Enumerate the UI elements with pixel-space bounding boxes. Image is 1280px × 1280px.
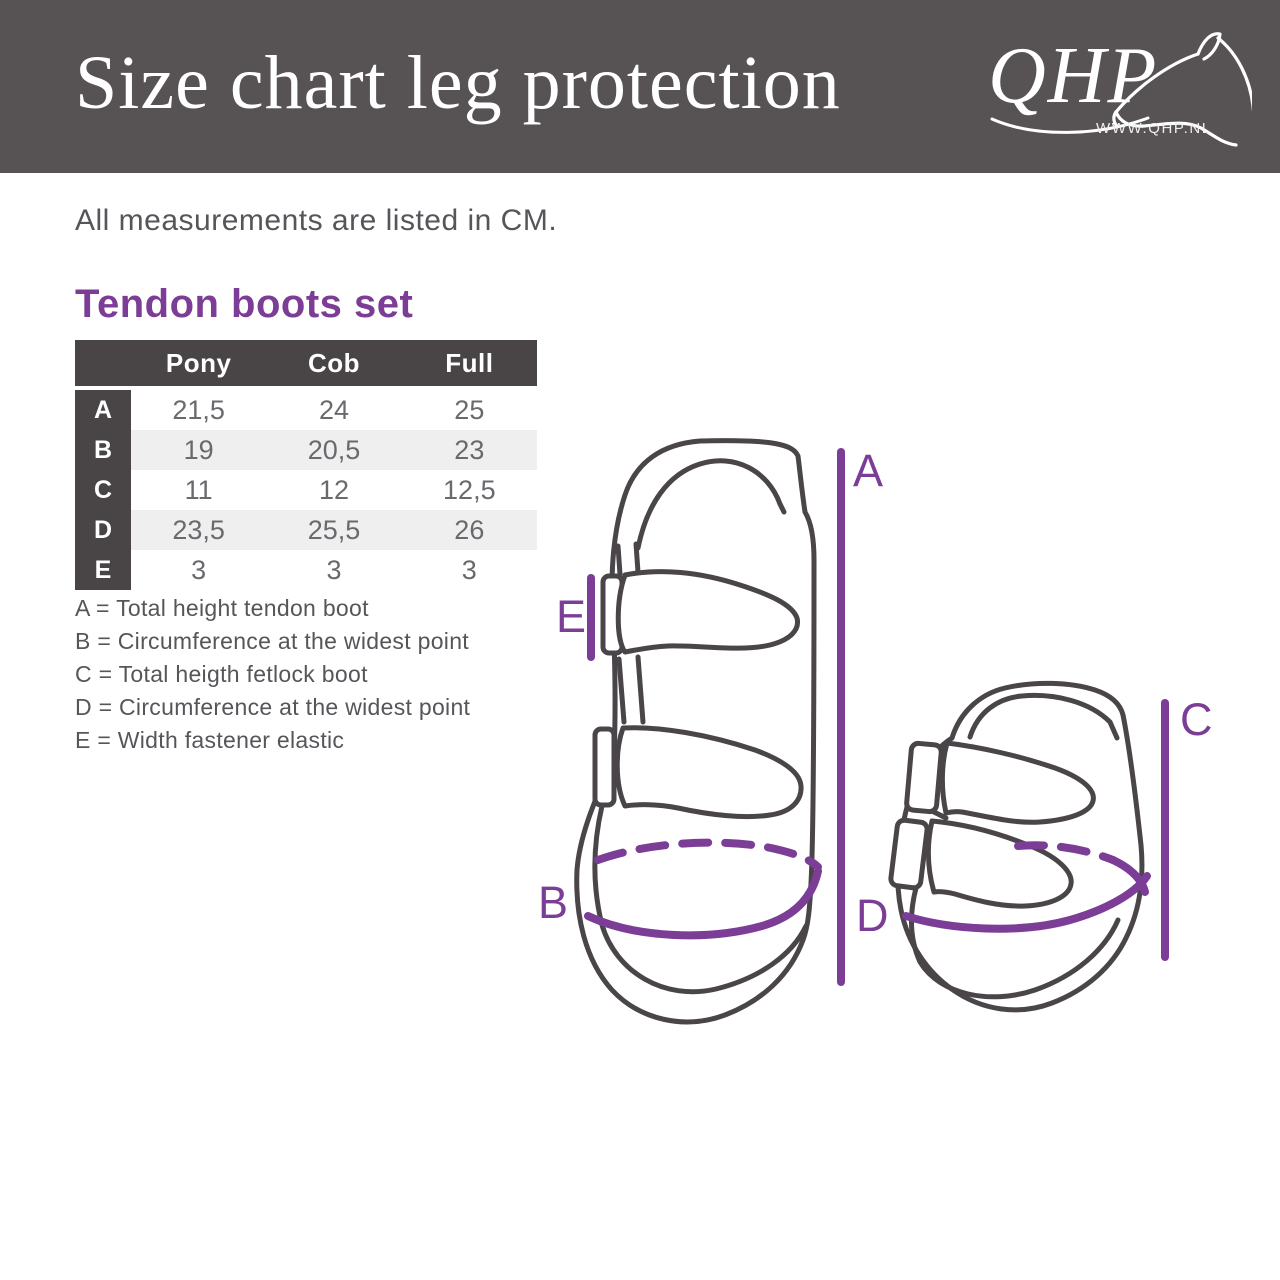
table-header-row: Pony Cob Full: [75, 340, 537, 386]
fetlock-boot-bottom-seam: [908, 885, 1121, 1000]
marker-letter-d: D: [856, 890, 889, 941]
strap-webbing: [635, 654, 646, 725]
marker-d-hook: [1109, 856, 1149, 896]
logo-url: WWW.QHP.NL: [1096, 120, 1212, 137]
measurement-note: All measurements are listed in CM.: [75, 204, 558, 237]
marker-b-dashed-arc: [594, 838, 822, 871]
marker-d-solid-arc: [902, 872, 1151, 933]
page-title: Size chart leg protection: [75, 41, 841, 125]
row-label: E: [75, 550, 131, 590]
column-header-full: Full: [445, 347, 494, 378]
strap-webbing: [931, 809, 949, 821]
cell-value: 26: [401, 510, 537, 550]
cell-value: 23,5: [131, 510, 267, 550]
strap-webbing: [616, 656, 627, 725]
header-banner: Size chart leg protection QHP WWW.QHP.NL: [0, 0, 1280, 173]
legend-item-c: C = Total heigth fetlock boot: [75, 661, 368, 687]
cell-value: 3: [191, 554, 207, 585]
tendon-boot-bottom-seam: [592, 803, 809, 995]
lower-strap-tongue: [614, 725, 804, 820]
marker-letter-b: B: [538, 877, 568, 928]
cell-value: 3: [461, 554, 477, 585]
cell-value: 12: [318, 474, 350, 505]
legend-item-d: D = Circumference at the widest point: [75, 694, 471, 720]
lower-strap-keeper: [592, 726, 617, 808]
cell-value: 12,5: [443, 474, 496, 505]
cell-value: 11: [184, 474, 213, 505]
cell-value: 21,5: [172, 394, 225, 425]
column-header-pony: Pony: [165, 347, 232, 378]
table-row: C 11 12 12,5: [75, 470, 537, 510]
upper-strap-tongue: [939, 740, 1096, 825]
marker-letter-a: A: [853, 445, 883, 496]
cell-value: 20,5: [266, 430, 402, 470]
cell-value: 25,5: [266, 510, 402, 550]
table-body: A 21,5 24 25 B 19 20,5 23 C 11 12 12,5 D…: [75, 390, 537, 590]
table-row: B 19 20,5 23: [75, 430, 537, 470]
legend-item-e: E = Width fastener elastic: [75, 727, 345, 753]
marker-b-solid-arc: [584, 867, 822, 940]
column-header-cob: Cob: [307, 347, 361, 378]
legend-item-b: B = Circumference at the widest point: [75, 628, 469, 654]
table-row: D 23,5 25,5 26: [75, 510, 537, 550]
strap-webbing: [615, 543, 623, 577]
tendon-boot-inner-arch: [635, 458, 787, 551]
cell-value: 25: [454, 394, 485, 425]
cell-value: 3: [326, 554, 342, 585]
strap-webbing: [633, 541, 641, 575]
table-row: A 21,5 24 25: [75, 390, 537, 430]
measurement-markers: A E B D C: [538, 445, 1213, 986]
table-row: E 3 3 3: [75, 550, 537, 590]
row-label: A: [75, 390, 131, 430]
marker-letter-c: C: [1180, 694, 1213, 745]
marker-letter-e: E: [556, 591, 586, 642]
legend-item-a: A = Total height tendon boot: [75, 595, 369, 621]
lower-strap-keeper: [888, 817, 930, 891]
upper-strap-tongue: [615, 569, 801, 655]
row-label: D: [75, 510, 131, 550]
horse-head-icon: [1112, 32, 1252, 147]
cell-value: 24: [318, 394, 350, 425]
cell-value: 23: [401, 430, 537, 470]
cell-value: 19: [131, 430, 267, 470]
measurement-legend: A = Total height tendon boot B = Circumf…: [75, 592, 470, 757]
upper-strap-keeper: [904, 740, 944, 815]
row-label: C: [75, 470, 131, 510]
marker-d-dashed-arc: [1014, 841, 1117, 864]
tendon-boot-drawing: [574, 438, 817, 1025]
qhp-logo-text: QHP: [988, 32, 1159, 120]
row-label: B: [75, 430, 131, 470]
fetlock-boot-inner-arch: [967, 692, 1120, 741]
qhp-logo: QHP WWW.QHP.NL: [980, 20, 1260, 160]
size-table: Pony Cob Full A 21,5 24 25 B 19 20,5 23 …: [75, 340, 537, 590]
section-title: Tendon boots set: [75, 282, 414, 326]
